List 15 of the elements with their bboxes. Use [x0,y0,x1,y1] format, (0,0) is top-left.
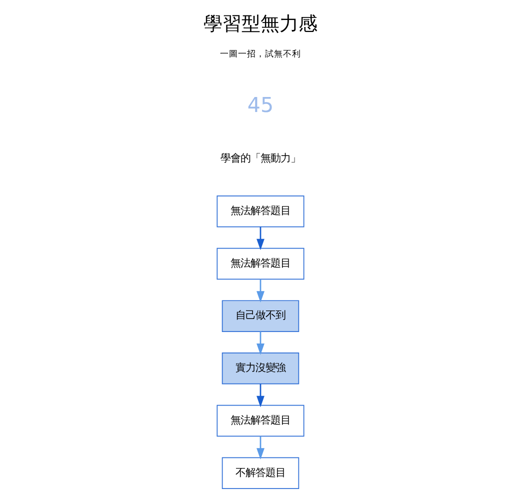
node-box: 自己做不到 [221,300,299,332]
arrow [256,384,264,408]
label: 一圖一招，試無不利 [220,50,300,60]
node-box: 不解答題目 [221,457,299,489]
arrow [256,436,264,460]
arrow [256,332,264,355]
label: 學會的「無動力」 [220,152,300,165]
node-box: 無法解答題目 [216,404,304,437]
label: 45 [246,93,274,118]
arrow [256,279,264,302]
node-box: 無法解答題目 [216,196,304,228]
diagram-title: 學習型無力感 [203,12,317,35]
arrow [256,226,264,250]
node-box: 實力沒變強 [221,352,299,384]
node-box: 無法解答題目 [216,248,304,280]
